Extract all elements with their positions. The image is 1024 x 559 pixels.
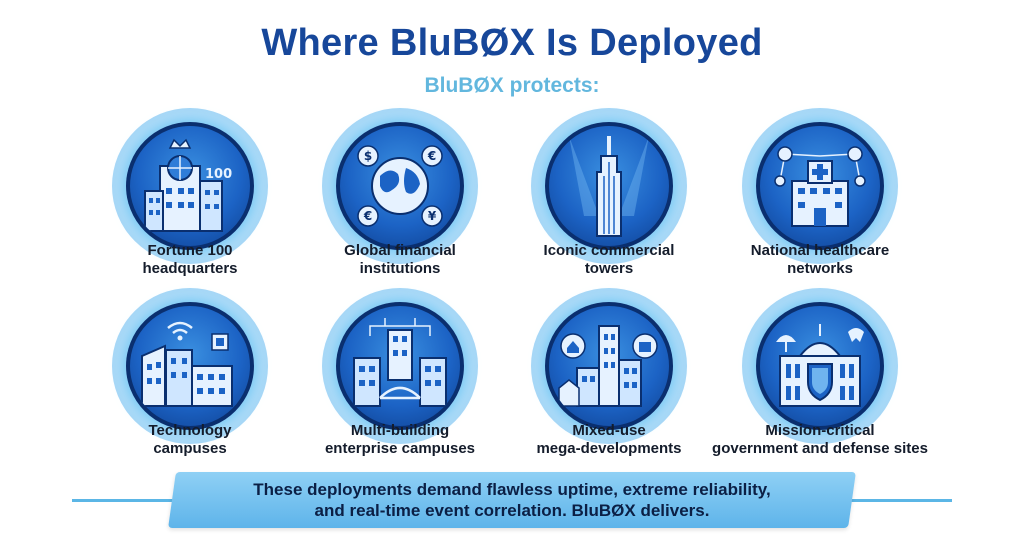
card-label-line1: Multi-building <box>350 422 450 439</box>
skyscraper-icon <box>569 136 649 237</box>
card-label-line2: government and defense sites <box>712 440 928 457</box>
government-building-icon <box>776 324 864 407</box>
card-label-line2: institutions <box>359 260 441 277</box>
page-subtitle: BluBØX protects: <box>424 74 600 97</box>
svg-text:€: € <box>427 149 436 163</box>
card-label-line1: Mission-critical <box>765 422 875 439</box>
footer-line1: These deployments demand flawless uptime… <box>253 480 771 499</box>
card-label-line1: Mixed-use <box>572 422 646 439</box>
card-label-line1: Global financial <box>344 242 456 259</box>
card-label-line2: networks <box>787 260 853 277</box>
corporate-hq-icon: 100 <box>144 138 232 232</box>
mixed-use-icon <box>558 325 658 407</box>
footer-text: These deployments demand flawless uptime… <box>172 479 852 521</box>
card-label-line2: mega-developments <box>536 440 682 457</box>
footer-line2: and real-time event correlation. BluBØX … <box>314 501 710 520</box>
hospital-network-icon <box>774 146 866 227</box>
card-label-line2: campuses <box>153 440 227 457</box>
svg-text:€: € <box>363 209 372 223</box>
page-title: Where BluBØX Is Deployed <box>261 22 763 64</box>
svg-text:$: $ <box>364 149 372 163</box>
svg-text:¥: ¥ <box>428 209 437 223</box>
globe-finance-icon: $ € € ¥ <box>357 145 443 227</box>
card-label-line2: headquarters <box>142 260 238 277</box>
card-label-line1: Iconic commercial <box>543 242 675 259</box>
svg-text:100: 100 <box>205 167 232 182</box>
card-label-line1: Technology <box>148 422 232 439</box>
card-label-line2: towers <box>584 260 634 277</box>
footer-rule-left <box>72 499 182 502</box>
footer-rule-right <box>842 499 952 502</box>
card-label-line1: National healthcare <box>750 242 890 259</box>
enterprise-campus-icon <box>353 318 447 407</box>
card-label-line1: Fortune 100 <box>147 242 233 259</box>
card-label-line2: enterprise campuses <box>324 440 476 457</box>
tech-campus-icon <box>141 321 233 407</box>
